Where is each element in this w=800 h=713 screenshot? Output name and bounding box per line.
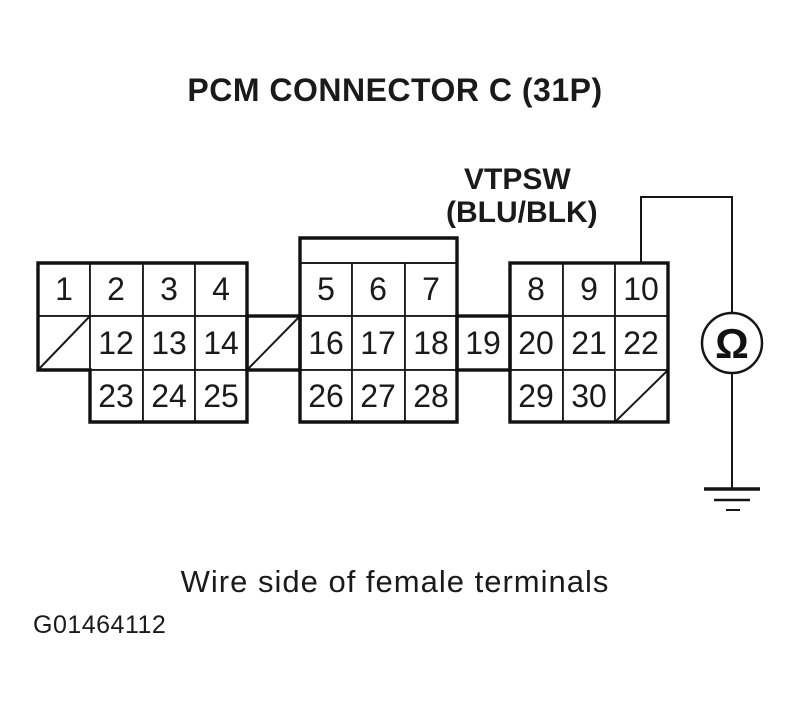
terminal-cell-23: 23 xyxy=(89,369,144,423)
terminal-cell-2: 2 xyxy=(89,262,144,317)
terminal-number: 28 xyxy=(413,378,449,414)
terminal-number: 26 xyxy=(308,378,344,414)
terminal-cell-10: 10 xyxy=(614,262,669,317)
terminal-number: 9 xyxy=(580,271,598,307)
ohmmeter-circle xyxy=(700,311,764,375)
terminal-cell-29: 29 xyxy=(509,369,564,423)
terminal-number: 14 xyxy=(203,325,239,361)
terminal-cell-9: 9 xyxy=(562,262,616,317)
terminal-number: 22 xyxy=(623,325,659,361)
terminal-number: 4 xyxy=(212,271,230,307)
caption: Wire side of female terminals xyxy=(180,564,610,599)
page-title: PCM CONNECTOR C (31P) xyxy=(187,72,603,108)
terminal-number: 6 xyxy=(369,271,387,307)
terminal-number: 29 xyxy=(518,378,554,414)
right-block-outline xyxy=(508,261,670,424)
terminal-cell-20: 20 xyxy=(509,315,564,371)
terminal-number: 17 xyxy=(360,325,396,361)
terminal-cell-5: 5 xyxy=(299,262,353,317)
terminal-cell-17: 17 xyxy=(351,315,406,371)
slash-mark xyxy=(37,315,91,371)
terminal-cell-14: 14 xyxy=(194,315,248,371)
terminal-cell-22: 22 xyxy=(614,315,669,371)
terminal-number: 10 xyxy=(623,271,659,307)
test-wire xyxy=(640,196,733,313)
signal-wire-color: (BLU/BLK) xyxy=(446,196,598,229)
blocked-cell-11 xyxy=(37,315,91,371)
terminal-cell-7: 7 xyxy=(404,262,458,317)
ohm-symbol: Ω xyxy=(715,320,749,367)
terminal-cell-30: 30 xyxy=(562,369,616,423)
blocked-cell-31 xyxy=(614,369,669,423)
terminal-number: 18 xyxy=(413,325,449,361)
figure-id: G01464112 xyxy=(33,611,167,639)
terminal-number: 13 xyxy=(151,325,187,361)
terminal-number: 8 xyxy=(527,271,545,307)
terminal-number: 30 xyxy=(571,378,607,414)
slash-mark xyxy=(246,315,301,371)
terminal-number: 23 xyxy=(98,378,134,414)
terminal-cell-21: 21 xyxy=(562,315,616,371)
terminal-cell-12: 12 xyxy=(89,315,144,371)
terminal-cell-1: 1 xyxy=(37,262,91,317)
blocked-cell-15 xyxy=(246,315,301,371)
terminal-cell-19: 19 xyxy=(456,315,511,371)
terminal-cell-26: 26 xyxy=(299,369,353,423)
left-block-outline xyxy=(36,261,249,424)
terminal-number: 27 xyxy=(360,378,396,414)
terminal-number: 25 xyxy=(203,378,239,414)
terminal-cell-4: 4 xyxy=(194,262,248,317)
terminal-cell-24: 24 xyxy=(142,369,196,423)
terminal-cell-3: 3 xyxy=(142,262,196,317)
terminal-cell-18: 18 xyxy=(404,315,458,371)
terminal-number: 3 xyxy=(160,271,178,307)
slash-mark xyxy=(614,369,669,423)
terminal-number: 19 xyxy=(465,325,501,361)
terminal-cell-27: 27 xyxy=(351,369,406,423)
middle-block-outline xyxy=(298,236,459,424)
terminal-number: 7 xyxy=(422,271,440,307)
terminal-cell-25: 25 xyxy=(194,369,248,423)
terminal-number: 2 xyxy=(107,271,125,307)
signal-name: VTPSW xyxy=(464,163,571,196)
terminal-number: 5 xyxy=(317,271,335,307)
terminal-number: 21 xyxy=(571,325,607,361)
ohmmeter-icon: Ω xyxy=(700,311,764,375)
terminal-number: 16 xyxy=(308,325,344,361)
terminal-cell-8: 8 xyxy=(509,262,564,317)
terminal-cell-28: 28 xyxy=(404,369,458,423)
terminal-cell-16: 16 xyxy=(299,315,353,371)
ground-icon xyxy=(704,487,760,511)
terminal-number: 24 xyxy=(151,378,187,414)
terminal-number: 12 xyxy=(98,325,134,361)
terminal-cell-13: 13 xyxy=(142,315,196,371)
terminal-number: 20 xyxy=(518,325,554,361)
signal-label: VTPSW (BLU/BLK) xyxy=(446,163,598,229)
terminal-number: 1 xyxy=(55,271,73,307)
terminal-cell-6: 6 xyxy=(351,262,406,317)
